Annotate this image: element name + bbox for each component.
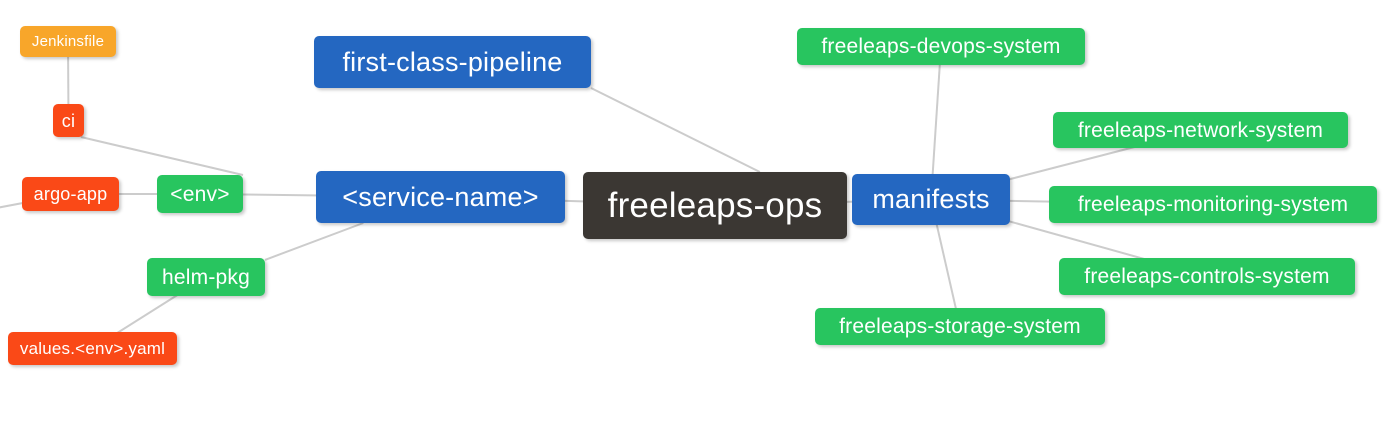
node-label: first-class-pipeline [342,46,563,77]
node-ci[interactable]: ci [53,104,84,137]
node-argo-app[interactable]: argo-app [22,177,119,211]
node-controls-system[interactable]: freeleaps-controls-system [1059,258,1355,295]
node-devops-system[interactable]: freeleaps-devops-system [797,28,1085,65]
node-label: manifests [872,184,990,214]
node-first-class-pipeline[interactable]: first-class-pipeline [314,36,591,88]
node-label: <env> [170,182,230,206]
node-label: Jenkinsfile [31,33,105,50]
node-label: <service-name> [342,181,539,212]
node-storage-system[interactable]: freeleaps-storage-system [815,308,1105,345]
edge-ci-env [80,136,244,176]
node-manifests[interactable]: manifests [852,174,1010,225]
edge-helm-pkg-service-name [264,222,364,261]
node-freeleaps-ops[interactable]: freeleaps-ops [583,172,847,239]
node-label: helm-pkg [162,265,250,289]
node-helm-pkg[interactable]: helm-pkg [147,258,265,296]
node-label: values.<env>.yaml [19,339,166,358]
node-label: freeleaps-devops-system [821,35,1061,58]
edge-first-class-pipeline-freeleaps-ops [590,87,761,173]
node-network-system[interactable]: freeleaps-network-system [1053,112,1348,148]
node-label: freeleaps-monitoring-system [1077,193,1349,216]
node-label: argo-app [33,184,108,204]
node-monitoring-system[interactable]: freeleaps-monitoring-system [1049,186,1377,223]
node-env[interactable]: <env> [157,175,243,213]
node-service-name[interactable]: <service-name> [316,171,565,223]
node-values-env-yaml[interactable]: values.<env>.yaml [8,332,177,365]
node-label: ci [61,110,76,131]
node-label: freeleaps-ops [607,186,823,225]
node-jenkinsfile[interactable]: Jenkinsfile [20,26,116,57]
node-label: freeleaps-network-system [1077,118,1324,142]
node-label: freeleaps-storage-system [839,315,1081,338]
node-label: freeleaps-controls-system [1084,265,1330,288]
